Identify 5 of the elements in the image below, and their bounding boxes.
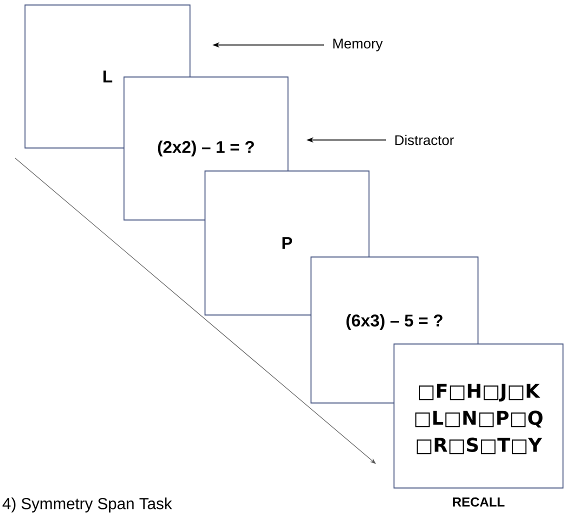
recall-card: □F□H□J□K □L□N□P□Q □R□S□T□Y: [394, 344, 564, 488]
stage-label: Distractor: [395, 134, 454, 146]
stage-label: Memory: [333, 38, 383, 52]
node-label: RECALL: [453, 497, 504, 507]
title: 4) Symmetry Span Task: [2, 498, 172, 512]
